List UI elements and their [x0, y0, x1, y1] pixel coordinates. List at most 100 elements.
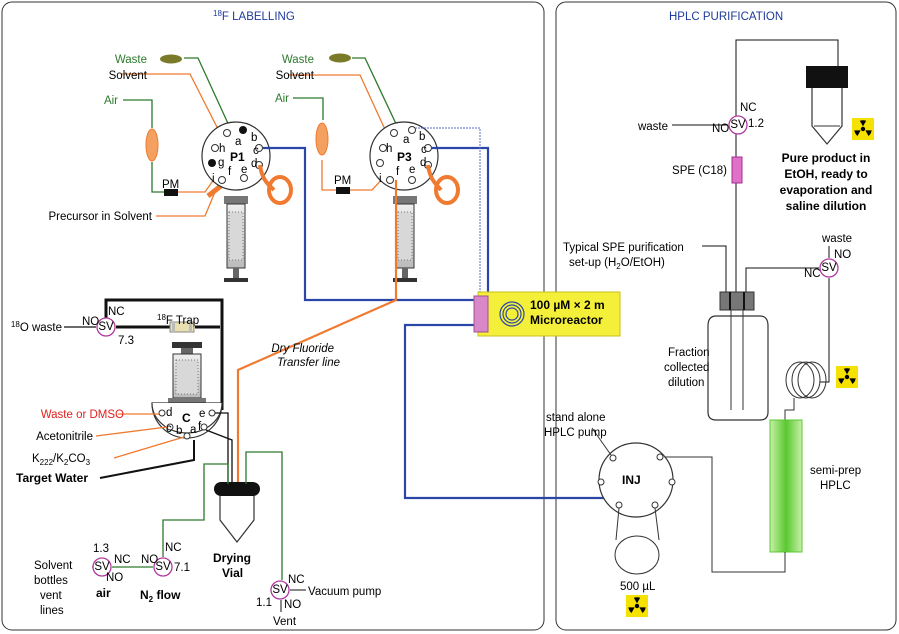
solvent-bottles-4: lines: [40, 605, 64, 617]
microreactor: [477, 291, 621, 337]
sv-1-2-label: 1.2: [748, 118, 764, 130]
n2-flow-label: N2 flow: [140, 588, 181, 604]
waste-label-1: Waste: [115, 54, 147, 66]
sv-1-1-label: 1.1: [256, 597, 272, 609]
svg-text:NC: NC: [114, 554, 131, 566]
sv-hplc[interactable]: [819, 258, 839, 278]
air-reservoir-1: [145, 128, 159, 162]
svg-text:f: f: [396, 166, 400, 178]
svg-text:a: a: [403, 134, 410, 146]
radioactive-icon: [626, 595, 648, 617]
svg-text:SV: SV: [94, 561, 110, 573]
drying-vial-cap: [214, 482, 260, 496]
svg-text:d: d: [251, 158, 257, 170]
radioactive-icon: [836, 366, 858, 388]
standalone-label-1: stand alone: [546, 412, 605, 424]
fraction-label-3: dilution: [668, 377, 704, 389]
transfer-label-1: Dry Fluoride: [271, 343, 334, 355]
svg-text:NO: NO: [141, 554, 158, 566]
target-water-label: Target Water: [16, 471, 88, 485]
sv-7-3-label: 7.3: [118, 335, 134, 347]
svg-text:e: e: [199, 408, 205, 420]
microreactor-label: Microreactor: [530, 313, 603, 327]
svg-text:d: d: [420, 157, 426, 169]
sv-7-1-label: 7.1: [174, 562, 190, 574]
svg-text:e: e: [409, 164, 415, 176]
o18-waste-label: 18O waste: [11, 320, 62, 334]
sv-1-3[interactable]: [92, 557, 112, 577]
svg-text:i: i: [212, 173, 215, 185]
svg-text:NO: NO: [284, 599, 301, 611]
pure-product-1: Pure product in: [782, 151, 871, 165]
standalone-label-2: HPLC pump: [544, 427, 607, 439]
sv-1-2[interactable]: [728, 115, 748, 135]
svg-text:f: f: [198, 421, 202, 433]
p1-label: P1: [230, 150, 245, 164]
c-label: C: [182, 411, 191, 425]
pm-label-3: PM: [334, 175, 351, 187]
pure-product-3: evaporation and: [780, 183, 873, 197]
hplc-column: [769, 419, 803, 553]
air-label-1: Air: [104, 95, 118, 107]
vacuum-pump-label: Vacuum pump: [308, 586, 381, 598]
solvent-label-3: Solvent: [276, 70, 315, 82]
svg-text:c: c: [166, 423, 172, 435]
solvent-bottles-1: Solvent: [34, 560, 73, 572]
product-vial-cap: [806, 66, 848, 88]
svg-text:a: a: [190, 424, 197, 436]
injection-loop: [614, 535, 660, 575]
air-small-label: air: [96, 586, 111, 600]
radioactive-icon: [852, 118, 874, 140]
sv-1-1[interactable]: [270, 580, 290, 600]
labelling-title: 18F LABELLING: [213, 9, 295, 23]
svg-text:NC: NC: [740, 102, 757, 114]
p1-valve[interactable]: [201, 121, 271, 191]
sv-7-3[interactable]: [96, 317, 116, 337]
svg-text:SV: SV: [272, 584, 288, 596]
pm-label-1: PM: [162, 179, 179, 191]
waste-hplc-label-2: waste: [821, 233, 852, 245]
svg-text:NC: NC: [804, 268, 821, 280]
svg-text:b: b: [176, 425, 182, 437]
p1-loop: [267, 175, 293, 205]
pure-product-2: EtOH, ready to: [784, 167, 867, 181]
pure-product-4: saline dilution: [786, 199, 867, 213]
waste-label-3: Waste: [282, 54, 314, 66]
svg-text:c: c: [421, 144, 427, 156]
drying-label-2: Vial: [222, 566, 243, 580]
solvent-bottles-2: bottles: [34, 575, 68, 587]
p3-valve[interactable]: [369, 121, 439, 191]
svg-text:c: c: [253, 145, 259, 157]
sv-7-1[interactable]: [153, 557, 173, 577]
svg-text:a: a: [235, 136, 242, 148]
fraction-label-1: Fraction: [668, 347, 710, 359]
svg-text:NC: NC: [165, 542, 182, 554]
typical-spe-1: Typical SPE purification: [563, 242, 684, 254]
pm-3: [336, 187, 350, 194]
svg-text:h: h: [386, 143, 392, 155]
svg-text:NO: NO: [834, 249, 851, 261]
svg-text:b: b: [251, 132, 257, 144]
fraction-bottle: [707, 315, 769, 421]
svg-text:i: i: [379, 173, 382, 185]
waste-reservoir-1: [160, 54, 182, 64]
svg-text:h: h: [219, 143, 225, 155]
svg-text:NC: NC: [288, 574, 305, 586]
solvent-bottles-3: vent: [40, 590, 63, 602]
waste-dmso-label: Waste or DMSO: [41, 409, 124, 421]
inj-label: INJ: [622, 473, 641, 487]
svg-text:SV: SV: [821, 262, 837, 274]
svg-text:g: g: [218, 157, 224, 169]
svg-text:NO: NO: [106, 572, 123, 584]
microreactor-size-label: 100 µM × 2 m: [530, 298, 605, 312]
semiprep-label-2: HPLC: [820, 480, 851, 492]
air-reservoir-3: [315, 122, 329, 156]
f18-trap: [169, 321, 195, 333]
svg-text:e: e: [241, 164, 247, 176]
air-label-3: Air: [275, 93, 289, 105]
semiprep-label-1: semi-prep: [810, 465, 861, 477]
p3-loop: [434, 175, 460, 205]
loop-volume-label: 500 µL: [620, 581, 656, 593]
vent-label: Vent: [273, 616, 297, 628]
